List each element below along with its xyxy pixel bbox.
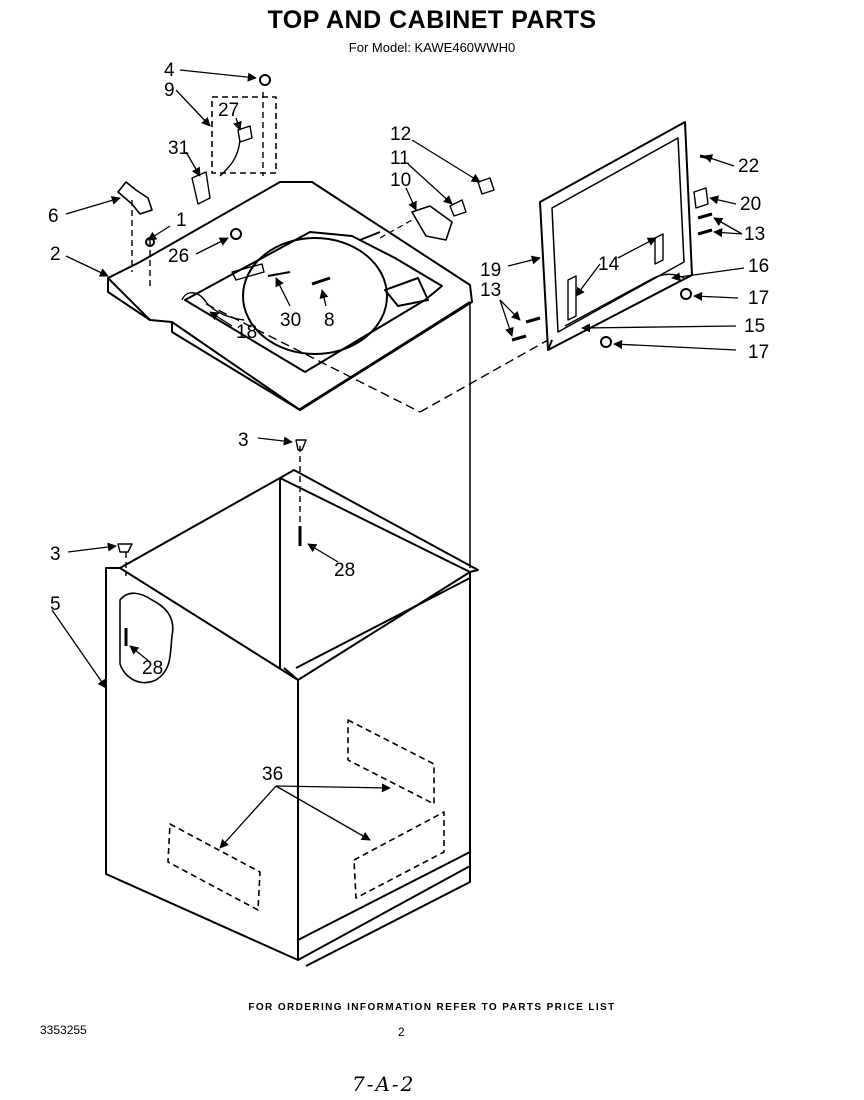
callout-30: 30	[280, 310, 301, 331]
callout-6: 6	[48, 206, 59, 227]
callout-9: 9	[164, 80, 175, 101]
callout-3: 3	[50, 544, 61, 565]
ordering-info-footer: FOR ORDERING INFORMATION REFER TO PARTS …	[248, 1002, 616, 1013]
handwritten-note: 7-A-2	[352, 1072, 416, 1096]
cabinet	[105, 301, 479, 967]
document-number: 3353255	[40, 1023, 87, 1037]
callout-28: 28	[334, 560, 355, 581]
page-number: 2	[398, 1025, 405, 1039]
callout-27: 27	[218, 100, 239, 121]
callout-11: 11	[390, 148, 410, 169]
washer-top	[107, 181, 473, 411]
callout-17: 17	[748, 342, 769, 363]
lid	[511, 121, 713, 351]
callout-14: 14	[598, 254, 620, 275]
callout-16: 16	[748, 256, 769, 277]
callout-13: 13	[744, 224, 765, 245]
callout-5: 5	[50, 594, 61, 615]
callout-31: 31	[168, 138, 189, 159]
callout-10: 10	[390, 170, 411, 191]
diagram-title: TOP AND CABINET PARTS	[267, 6, 597, 34]
callout-1: 1	[176, 210, 187, 231]
callout-28: 28	[142, 658, 163, 679]
callout-4: 4	[164, 60, 175, 81]
callout-2: 2	[50, 244, 61, 265]
callout-13: 13	[480, 280, 501, 301]
callout-3: 3	[238, 430, 249, 451]
callout-12: 12	[390, 124, 411, 145]
callout-20: 20	[740, 194, 761, 215]
callout-8: 8	[324, 310, 335, 331]
callout-22: 22	[738, 156, 759, 177]
model-subtitle: For Model: KAWE460WWH0	[348, 40, 516, 55]
callout-18: 18	[236, 322, 257, 343]
callout-26: 26	[168, 246, 189, 267]
callout-17: 17	[748, 288, 769, 309]
parts-box-dashed	[211, 96, 277, 174]
callout-15: 15	[744, 316, 765, 337]
callout-19: 19	[480, 260, 501, 281]
callout-36: 36	[262, 764, 283, 785]
